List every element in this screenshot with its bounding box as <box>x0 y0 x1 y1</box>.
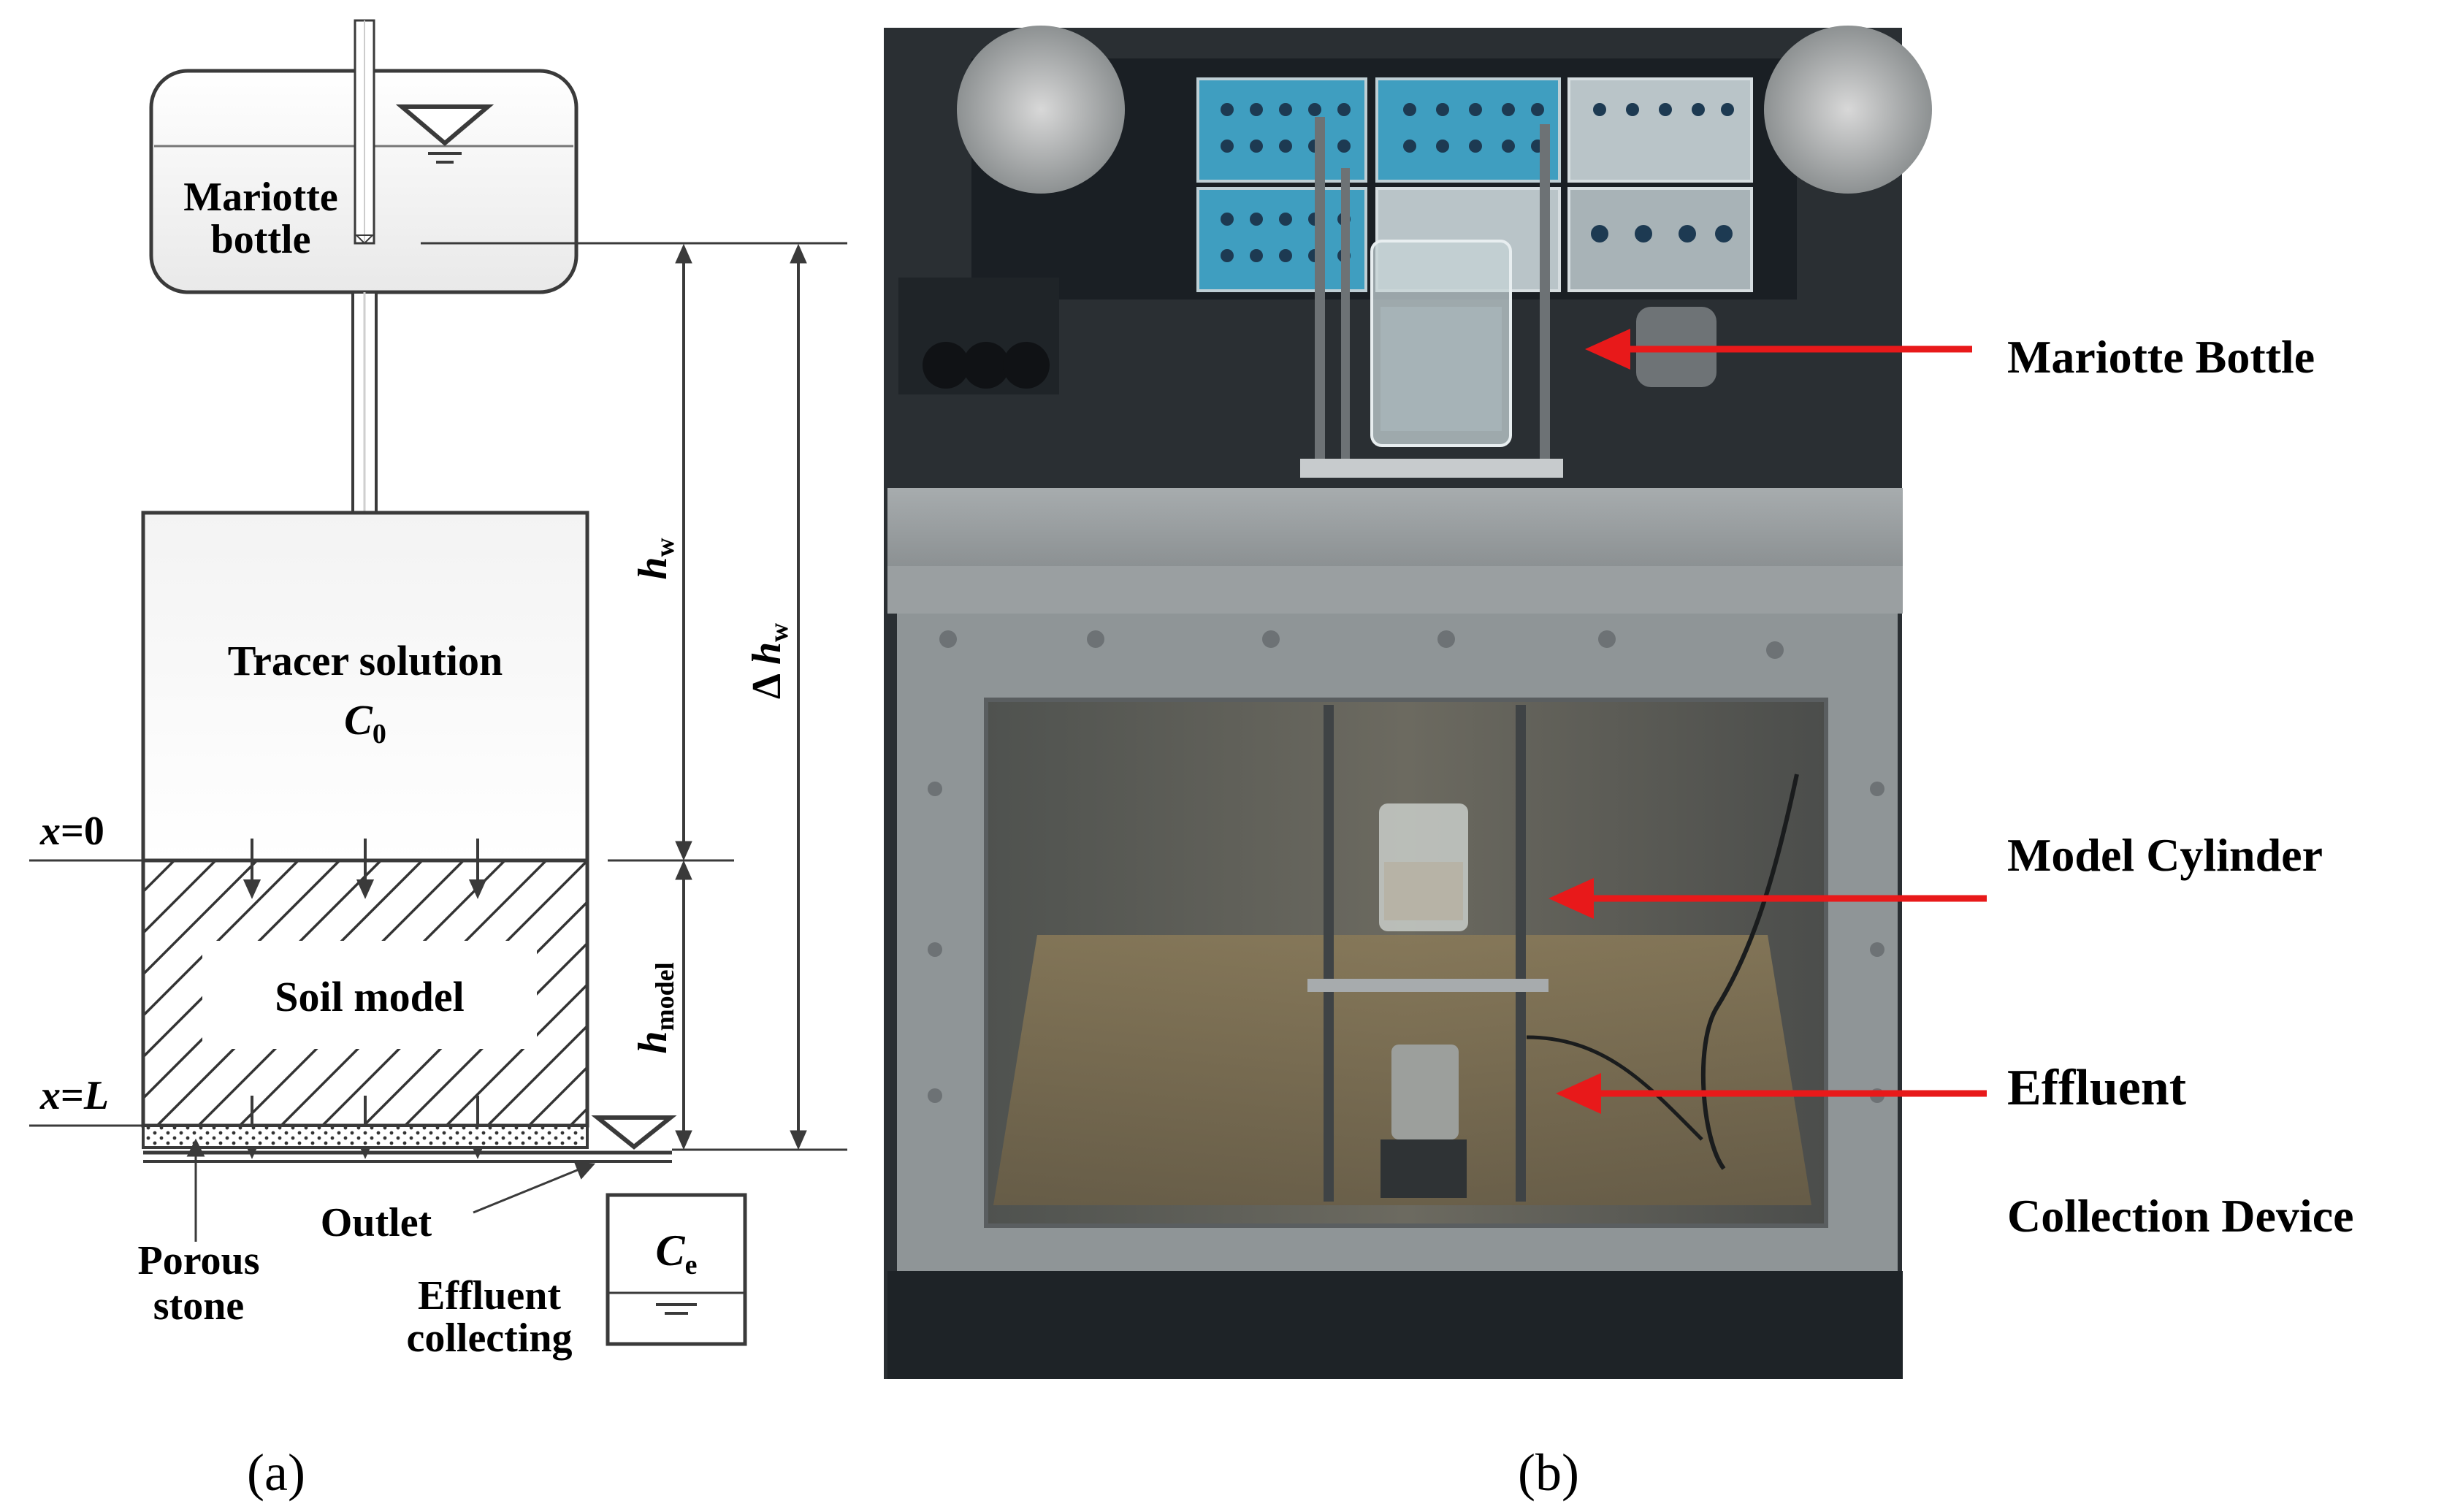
effluent-collecting-cup: Ce <box>606 1193 747 1346</box>
chamber-lid <box>887 488 1903 568</box>
c0-label: C0 <box>344 696 386 749</box>
mariotte-bottle: Mariotte bottle <box>149 19 578 294</box>
soil-model-label: Soil model <box>275 973 464 1020</box>
mariotte-bottle-photo <box>1300 117 1563 478</box>
collection-device-callout: Collection Device <box>2007 1190 2354 1242</box>
soil-model: Soil model <box>141 839 589 1159</box>
porous-stone <box>142 1124 672 1163</box>
hmodel-label: hmodel <box>630 962 679 1053</box>
delta-hw-label: Δhw <box>744 623 793 699</box>
x-equals-0-label: x=0 <box>39 809 104 854</box>
arrow-head-icon <box>1548 878 1594 919</box>
model-cylinder-callout: Model Cylinder <box>2007 829 2323 881</box>
tracer-tank: Tracer solution C0 <box>141 511 589 863</box>
arrow-head-icon <box>1585 329 1630 370</box>
panel-b-caption: (b) <box>1518 1443 1579 1502</box>
mariotte-bottle-callout: Mariotte Bottle <box>2007 331 2315 383</box>
mariotte-bottle-label-2: bottle <box>211 217 311 262</box>
effluent-callout: Effluent <box>2007 1060 2186 1116</box>
chamber-frame <box>897 614 1898 1271</box>
outlet-level-icon <box>591 1115 677 1150</box>
ce-label: Ce <box>656 1226 698 1280</box>
panel-b-photo <box>884 26 1932 1379</box>
hw-label: hw <box>630 538 679 579</box>
effluent-collecting-label-2: collecting <box>406 1316 572 1361</box>
inflow-arrows <box>243 839 487 899</box>
outlet-label: Outlet <box>321 1200 432 1245</box>
arrow-head-icon <box>1556 1073 1601 1114</box>
leader-lines <box>186 1138 596 1242</box>
annotation-arrows <box>1548 329 1987 1114</box>
water-level-icon <box>395 104 494 164</box>
supply-pipe <box>351 291 378 514</box>
tracer-solution-label: Tracer solution <box>228 637 503 684</box>
chamber-lip <box>887 566 1903 614</box>
panel-a-schematic: Mariotte bottle Tracer solution C0 Soil … <box>29 19 847 1502</box>
mariotte-bottle-label-1: Mariotte <box>183 175 337 220</box>
x-equals-L-label: x=L <box>39 1073 109 1118</box>
porous-stone-label-2: stone <box>153 1283 244 1329</box>
porous-stone-label-1: Porous <box>138 1238 260 1283</box>
dimension-lines <box>421 242 847 1151</box>
effluent-collecting-label-1: Effluent <box>418 1273 561 1318</box>
panel-a-caption: (a) <box>247 1443 305 1502</box>
photo-base <box>887 1271 1903 1379</box>
